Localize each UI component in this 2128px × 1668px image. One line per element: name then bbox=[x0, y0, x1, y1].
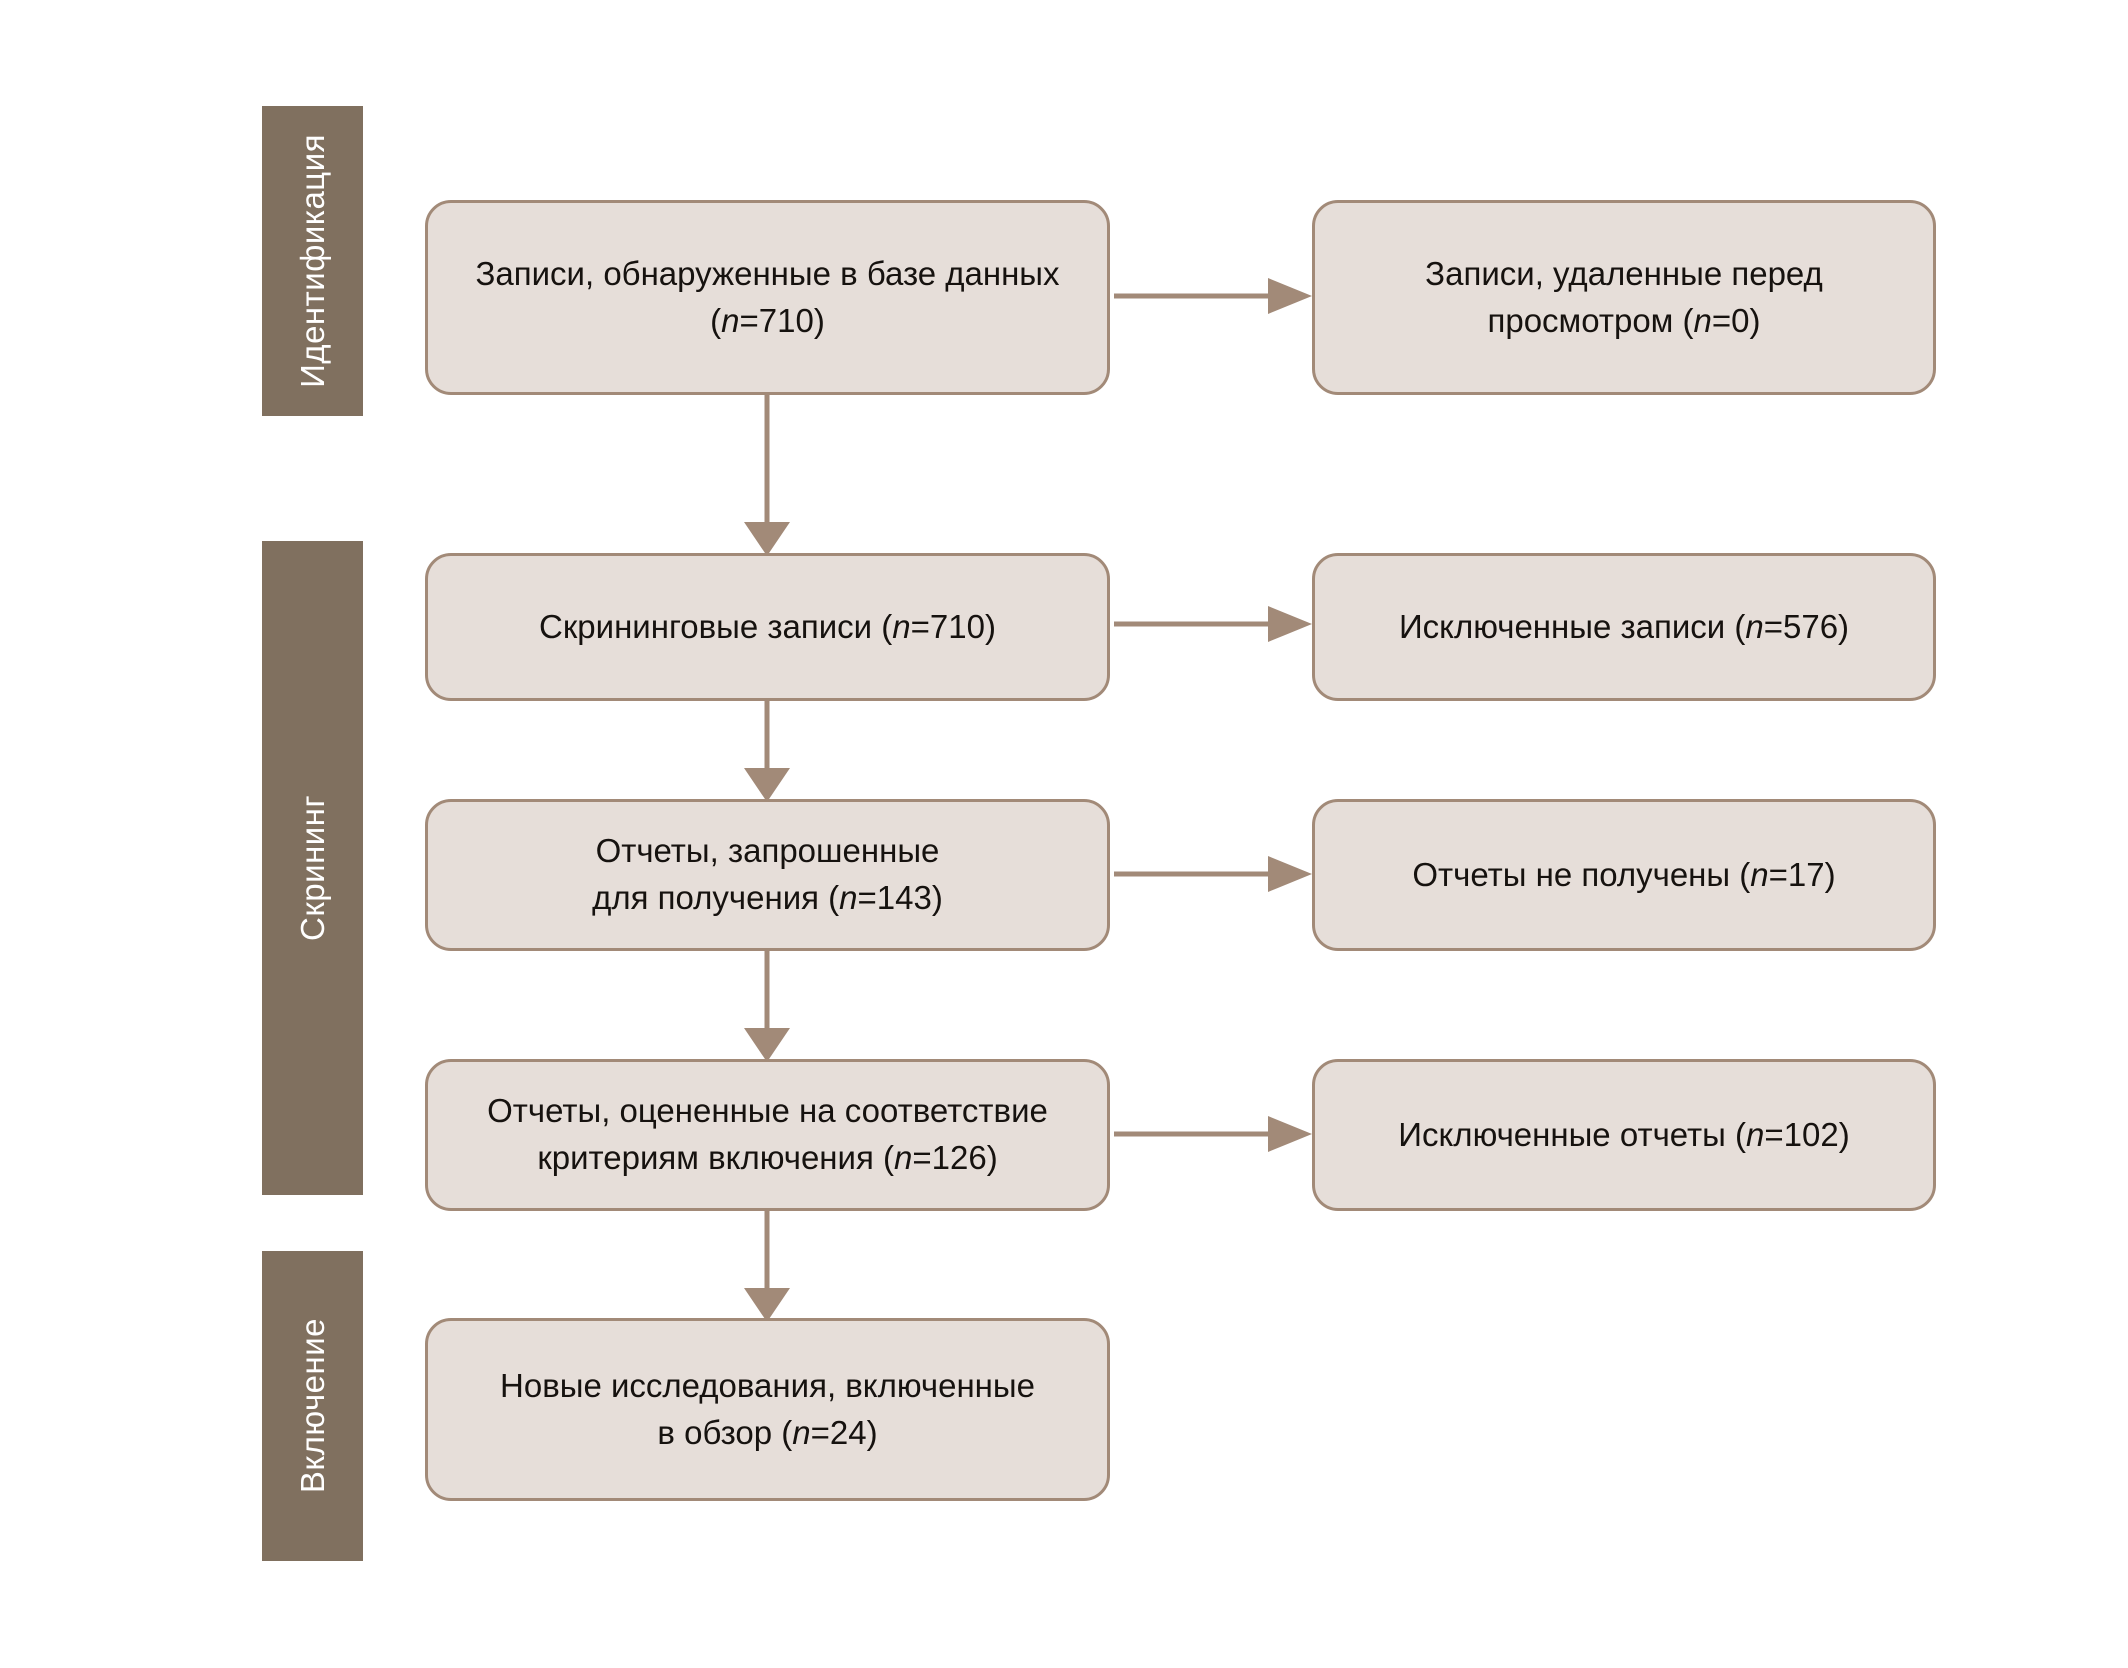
box-records-identified-line1: Записи, обнаруженные в базе данных bbox=[475, 254, 1060, 292]
box-records-removed-line2-prefix: просмотром ( bbox=[1487, 301, 1694, 339]
stage-label-inclusion: Включение bbox=[293, 1318, 331, 1494]
stage-bar-screening: Скрининг bbox=[262, 541, 363, 1195]
box-reports-assessed-line1: Отчеты, оцененные на соответствие bbox=[487, 1092, 1048, 1130]
box-records-screened-prefix: Скрининговые записи ( bbox=[539, 607, 893, 645]
box-reports-excluded-suffix: =102) bbox=[1764, 1115, 1850, 1153]
box-reports-assessed-n-italic: n bbox=[894, 1139, 913, 1176]
stage-label-identification: Идентификация bbox=[293, 134, 331, 388]
box-records-excluded-text: Исключенные записи (n=576) bbox=[1399, 604, 1849, 651]
box-studies-included-text: Новые исследования, включенные в обзор (… bbox=[500, 1363, 1035, 1457]
stage-bar-inclusion: Включение bbox=[262, 1251, 363, 1561]
edge-assessed-to-included bbox=[744, 1211, 790, 1322]
box-records-removed-text: Записи, удаленные перед просмотром (n=0) bbox=[1425, 251, 1823, 345]
box-reports-sought-line2-suffix: =143) bbox=[857, 879, 943, 916]
box-records-excluded-n-italic: n bbox=[1745, 607, 1764, 645]
box-records-excluded[interactable]: Исключенные записи (n=576) bbox=[1312, 553, 1936, 701]
edge-sought-to-assessed bbox=[744, 951, 790, 1062]
box-reports-sought-n-italic: n bbox=[839, 879, 858, 916]
box-reports-not-retrieved-prefix: Отчеты не получены ( bbox=[1412, 855, 1751, 893]
box-records-identified-text: Записи, обнаруженные в базе данных (n=71… bbox=[475, 251, 1059, 345]
edge-assessed-to-excluded-reports bbox=[1114, 1116, 1312, 1152]
box-reports-assessed-line2-prefix: критериям включения ( bbox=[537, 1139, 894, 1176]
box-reports-assessed[interactable]: Отчеты, оцененные на соответствие критер… bbox=[425, 1059, 1110, 1211]
box-reports-assessed-line2-suffix: =126) bbox=[912, 1139, 998, 1176]
box-reports-sought-line2-prefix: для получения ( bbox=[592, 879, 840, 916]
edge-identified-to-screened bbox=[744, 393, 790, 556]
box-reports-assessed-text: Отчеты, оцененные на соответствие критер… bbox=[487, 1088, 1048, 1182]
edge-identified-to-removed bbox=[1114, 278, 1312, 314]
box-records-identified-line2-prefix: ( bbox=[710, 301, 722, 339]
box-records-identified[interactable]: Записи, обнаруженные в базе данных (n=71… bbox=[425, 200, 1110, 395]
box-records-removed[interactable]: Записи, удаленные перед просмотром (n=0) bbox=[1312, 200, 1936, 395]
box-reports-not-retrieved-suffix: =17) bbox=[1768, 855, 1836, 893]
box-records-removed-n-italic: n bbox=[1693, 301, 1712, 339]
box-reports-not-retrieved-n-italic: n bbox=[1750, 855, 1769, 893]
box-studies-included-line2-prefix: в обзор ( bbox=[657, 1413, 793, 1451]
edge-screened-to-sought bbox=[744, 701, 790, 802]
box-studies-included-n-italic: n bbox=[792, 1413, 811, 1451]
box-reports-excluded-n-italic: n bbox=[1746, 1115, 1765, 1153]
box-records-screened[interactable]: Скрининговые записи (n=710) bbox=[425, 553, 1110, 701]
box-records-screened-n-italic: n bbox=[892, 607, 911, 645]
edge-sought-to-not-retrieved bbox=[1114, 856, 1312, 892]
box-records-excluded-suffix: =576) bbox=[1763, 607, 1850, 645]
box-reports-sought-line1: Отчеты, запрошенные bbox=[595, 832, 940, 870]
box-records-removed-line2-suffix: =0) bbox=[1711, 301, 1761, 339]
box-reports-sought-text: Отчеты, запрошенные для получения (n=143… bbox=[592, 828, 943, 922]
box-records-screened-text: Скрининговые записи (n=710) bbox=[539, 604, 996, 651]
box-studies-included-line1: Новые исследования, включенные bbox=[500, 1366, 1035, 1404]
box-reports-not-retrieved-text: Отчеты не получены (n=17) bbox=[1412, 852, 1835, 899]
box-reports-sought[interactable]: Отчеты, запрошенные для получения (n=143… bbox=[425, 799, 1110, 951]
box-records-excluded-prefix: Исключенные записи ( bbox=[1398, 607, 1746, 645]
box-reports-not-retrieved[interactable]: Отчеты не получены (n=17) bbox=[1312, 799, 1936, 951]
box-reports-excluded[interactable]: Исключенные отчеты (n=102) bbox=[1312, 1059, 1936, 1211]
box-studies-included-line2-suffix: =24) bbox=[810, 1413, 878, 1451]
box-studies-included[interactable]: Новые исследования, включенные в обзор (… bbox=[425, 1318, 1110, 1501]
box-reports-excluded-prefix: Исключенные отчеты ( bbox=[1398, 1115, 1747, 1153]
box-records-identified-n-italic: n bbox=[721, 301, 740, 339]
edge-screened-to-excluded bbox=[1114, 606, 1312, 642]
box-records-removed-line1: Записи, удаленные перед bbox=[1425, 254, 1823, 292]
box-reports-excluded-text: Исключенные отчеты (n=102) bbox=[1398, 1112, 1849, 1159]
stage-bar-identification: Идентификация bbox=[262, 106, 363, 416]
box-records-screened-suffix: =710) bbox=[910, 607, 996, 645]
box-records-identified-line2-suffix: =710) bbox=[739, 301, 825, 339]
stage-label-screening: Скрининг bbox=[293, 795, 331, 941]
